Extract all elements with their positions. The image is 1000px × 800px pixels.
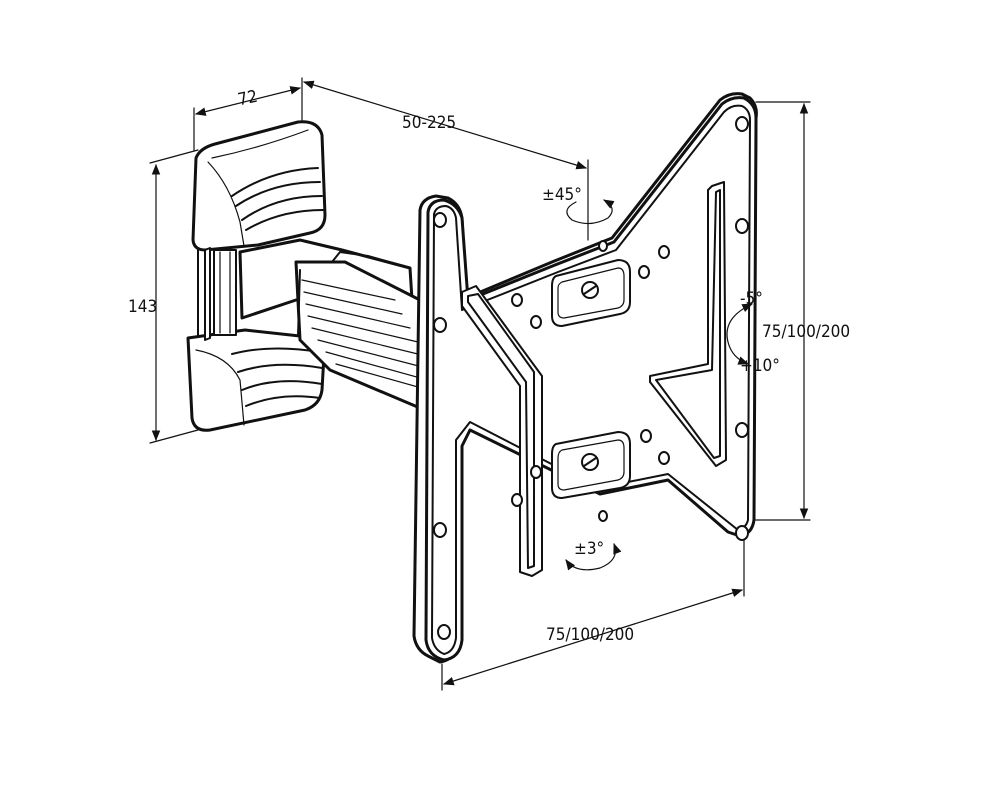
label-tilt-up: +10° [740, 356, 780, 376]
label-tilt-down: -5° [740, 289, 763, 309]
dim-vesa-horizontal: 75/100/200 [546, 625, 634, 645]
screw-upper [581, 281, 599, 299]
vesa-plate [412, 92, 758, 664]
screw-lower [581, 453, 599, 471]
wall-plate [186, 120, 327, 432]
dim-wall-plate-width: 72 [236, 87, 259, 111]
rotation-arrows [565, 199, 753, 571]
dim-wall-plate-height: 143 [128, 297, 157, 317]
dim-arm-extension: 50-225 [402, 113, 456, 133]
label-rotation: ±3° [574, 539, 604, 559]
dimension-lines [149, 77, 811, 691]
dim-vesa-vertical: 75/100/200 [762, 322, 850, 342]
label-swivel: ±45° [542, 185, 582, 205]
